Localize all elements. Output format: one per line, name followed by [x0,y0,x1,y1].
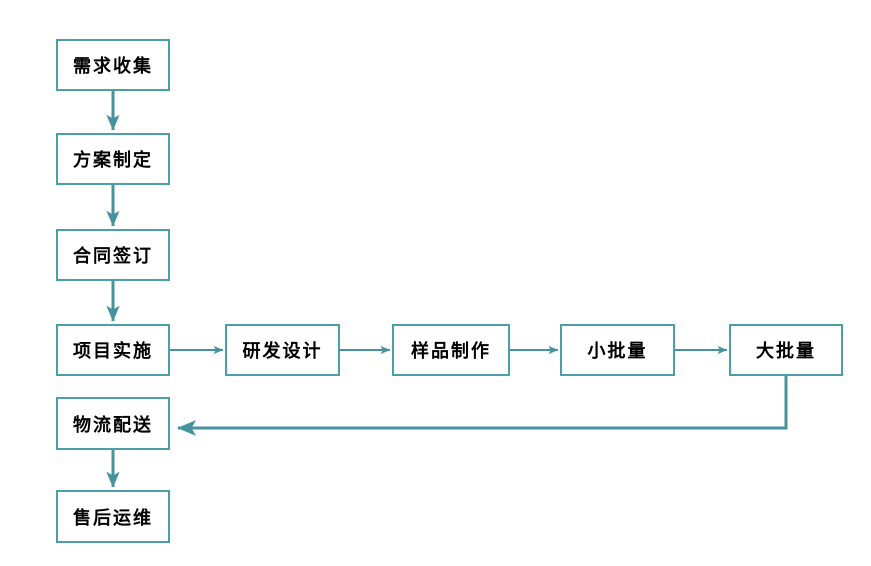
node-project-implementation-label: 项目实施 [73,341,153,362]
node-contract-signing-label: 合同签订 [73,246,153,267]
node-large-batch-label: 大批量 [756,341,816,362]
node-logistics-delivery: 物流配送 [56,397,170,450]
edge-largebatch-to-logistics-elbow-arrow [177,376,788,436]
node-aftersales-maintenance: 售后运维 [56,490,170,543]
node-project-implementation: 项目实施 [56,324,170,376]
node-requirements-collection: 需求收集 [56,39,170,91]
node-small-batch: 小批量 [560,324,675,376]
node-large-batch: 大批量 [729,324,843,376]
node-rnd-design-label: 研发设计 [242,341,323,362]
node-sample-production: 样品制作 [392,324,510,376]
node-sample-production-label: 样品制作 [411,341,491,362]
node-aftersales-maintenance-label: 售后运维 [73,507,153,529]
node-plan-formulation-label: 方案制定 [73,150,153,171]
node-requirements-collection-label: 需求收集 [73,56,153,77]
node-plan-formulation: 方案制定 [56,133,170,185]
node-rnd-design: 研发设计 [225,324,340,376]
node-contract-signing: 合同签订 [56,229,170,281]
node-logistics-delivery-label: 物流配送 [73,414,153,436]
node-small-batch-label: 小批量 [587,341,648,362]
